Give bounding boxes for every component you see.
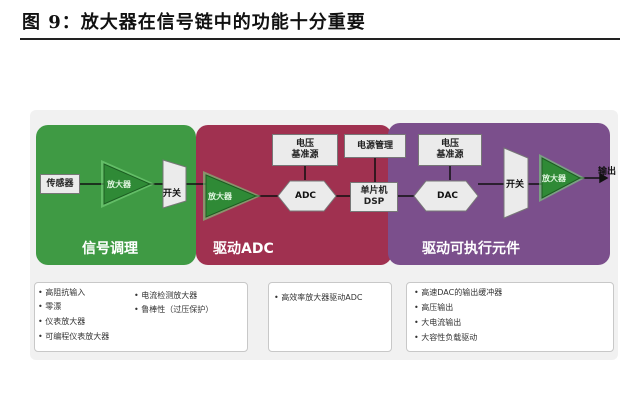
- vref-adc-block: 电压 基准源: [272, 134, 338, 166]
- switch-2-label: 开关: [506, 180, 525, 190]
- dac-label: DAC: [437, 191, 459, 201]
- amplifier-3: [539, 154, 585, 202]
- adc-label: ADC: [295, 191, 317, 201]
- vref-adc-line1: 电压: [295, 139, 314, 149]
- section-label-drive-adc: 驱动ADC: [213, 241, 274, 257]
- note-item: • 零漂: [38, 302, 62, 311]
- note-item: • 高速DAC的输出缓冲器: [414, 288, 503, 297]
- note-item: • 电流检测放大器: [134, 291, 198, 300]
- notes-signal-conditioning: [34, 282, 248, 352]
- note-item: • 大容性负载驱动: [414, 333, 478, 342]
- sensor-block: 传感器: [40, 174, 80, 194]
- power-management-block: 电源管理: [344, 134, 406, 158]
- note-item: • 高压输出: [414, 303, 454, 312]
- switch-1-shape: [162, 159, 187, 209]
- amplifier-2-label: 放大器: [208, 192, 232, 201]
- section-label-signal-conditioning: 信号调理: [82, 241, 138, 257]
- notes-drive-adc: [268, 282, 392, 352]
- mcu-line2: DSP: [363, 197, 385, 207]
- vref-dac-line2: 基准源: [436, 150, 464, 160]
- note-item: • 仪表放大器: [38, 317, 86, 326]
- switch-1-label: 开关: [163, 189, 182, 199]
- connector-lines: [80, 158, 609, 197]
- vref-dac-block: 电压 基准源: [418, 134, 482, 166]
- vref-dac-line1: 电压: [440, 139, 459, 149]
- note-item: • 可编程仪表放大器: [38, 332, 110, 341]
- figure-title: 图 9：放大器在信号链中的功能十分重要: [22, 12, 366, 33]
- notes-drive-actuator: [406, 282, 614, 352]
- note-item: • 高阻抗输入: [38, 288, 86, 297]
- note-item: • 鲁棒性（过压保护）: [134, 305, 214, 314]
- switch-2-shape: [503, 147, 529, 219]
- amplifier-3-label: 放大器: [542, 174, 566, 183]
- section-label-drive-actuator: 驱动可执行元件: [422, 241, 520, 257]
- amplifier-1-label: 放大器: [107, 180, 131, 189]
- adc-shape: [277, 180, 337, 212]
- vref-adc-line2: 基准源: [291, 150, 319, 160]
- mcu-dsp-block: 单片机 DSP: [350, 182, 398, 212]
- title-rule: [20, 38, 620, 40]
- output-label: 输出: [598, 167, 617, 177]
- mcu-line1: 单片机: [360, 186, 388, 196]
- amplifier-2: [203, 171, 261, 221]
- note-item: • 大电流输出: [414, 318, 462, 327]
- output-arrow: [599, 172, 609, 184]
- note-item: • 高效率放大器驱动ADC: [274, 293, 363, 302]
- amplifier-1: [101, 160, 155, 208]
- dac-shape: [413, 180, 479, 212]
